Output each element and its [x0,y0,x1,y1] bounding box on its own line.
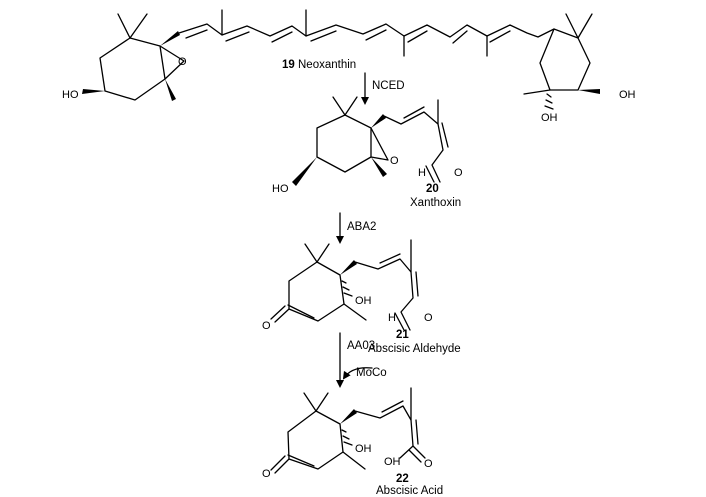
compound-19-oh-label: OH [541,112,558,124]
abscisic-aldehyde-structure [270,239,419,331]
compound-20-number: 20 [426,183,439,195]
compound-20-epoxide-o-label: O [390,155,399,167]
step-3-enzyme-label: AA03 [347,340,375,352]
abscisic-acid-structure [270,387,426,474]
compound-22-acid-oh-label: OH [384,456,401,468]
compound-21-number: 21 [396,329,409,341]
compound-22-number: 22 [396,473,409,485]
compound-22-ketone-o-label: O [262,468,271,480]
compound-19-name: Neoxanthin [298,59,356,71]
compound-19-right-oh-label: OH [619,89,636,101]
compound-21-oh-label: OH [355,295,372,307]
compound-20-o-label: O [454,167,463,179]
compound-20-h-label: H [418,167,426,179]
compound-20-name: Xanthoxin [410,197,461,209]
moco-curved-arrow [342,367,373,380]
compound-22-o-label: O [424,458,433,470]
compound-19-ho-label: HO [62,89,79,101]
compound-19-number: 19 [282,59,295,71]
compound-20-ho-label: HO [272,183,289,195]
compound-21-o-label: O [424,312,433,324]
step-2-enzyme-label: ABA2 [347,221,376,233]
xanthoxin-structure [292,96,449,186]
compound-21-name: Abscisic Aldehyde [368,343,461,355]
compound-22-name: Abscisic Acid [376,485,443,497]
step-1-enzyme-label: NCED [372,80,405,92]
compound-22-oh-label: OH [355,443,372,455]
compound-19-epoxide-o-label: O [178,56,187,68]
compound-21-h-label: H [388,312,396,324]
neoxanthin-structure [82,9,600,110]
compound-21-ketone-o-label: O [262,320,271,332]
step-3-cofactor-label: MoCo [356,367,387,379]
